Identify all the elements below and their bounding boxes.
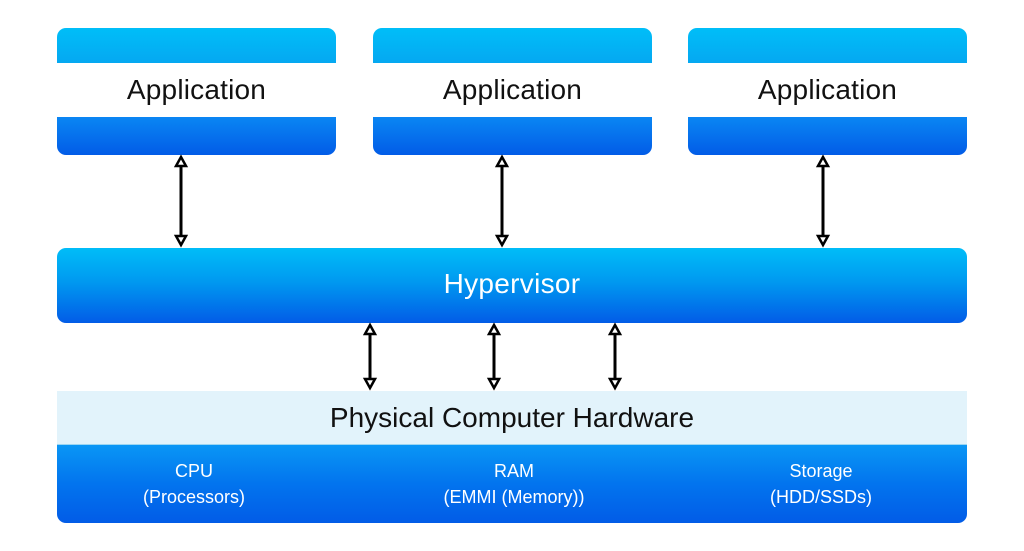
hardware-title: Physical Computer Hardware xyxy=(57,391,967,445)
application-label: Application xyxy=(688,63,967,117)
application-header-band xyxy=(688,28,967,63)
application-footer-band xyxy=(688,117,967,155)
hardware-component-storage: Storage (HDD/SSDs) xyxy=(701,458,941,510)
bidirectional-arrow-icon xyxy=(607,322,623,391)
hardware-components-band: CPU (Processors) RAM (EMMI (Memory)) Sto… xyxy=(57,445,967,523)
application-label: Application xyxy=(57,63,336,117)
application-header-band xyxy=(57,28,336,63)
application-box-3: Application xyxy=(688,28,967,155)
hardware-component-ram: RAM (EMMI (Memory)) xyxy=(394,458,634,510)
application-header-band xyxy=(373,28,652,63)
application-box-1: Application xyxy=(57,28,336,155)
hypervisor-box: Hypervisor xyxy=(57,248,967,323)
component-name: CPU xyxy=(174,461,213,481)
component-name: RAM xyxy=(494,461,534,481)
component-detail: (EMMI (Memory)) xyxy=(443,487,585,507)
hardware-box: Physical Computer Hardware CPU (Processo… xyxy=(57,391,967,523)
application-footer-band xyxy=(373,117,652,155)
component-name: Storage xyxy=(789,461,853,481)
component-detail: (HDD/SSDs) xyxy=(770,487,872,507)
hypervisor-label: Hypervisor xyxy=(443,267,581,299)
application-box-2: Application xyxy=(373,28,652,155)
bidirectional-arrow-icon xyxy=(486,322,502,391)
bidirectional-arrow-icon xyxy=(815,154,831,248)
application-label: Application xyxy=(373,63,652,117)
bidirectional-arrow-icon xyxy=(494,154,510,248)
application-footer-band xyxy=(57,117,336,155)
hardware-component-cpu: CPU (Processors) xyxy=(74,458,314,510)
bidirectional-arrow-icon xyxy=(173,154,189,248)
component-detail: (Processors) xyxy=(142,487,245,507)
bidirectional-arrow-icon xyxy=(362,322,378,391)
